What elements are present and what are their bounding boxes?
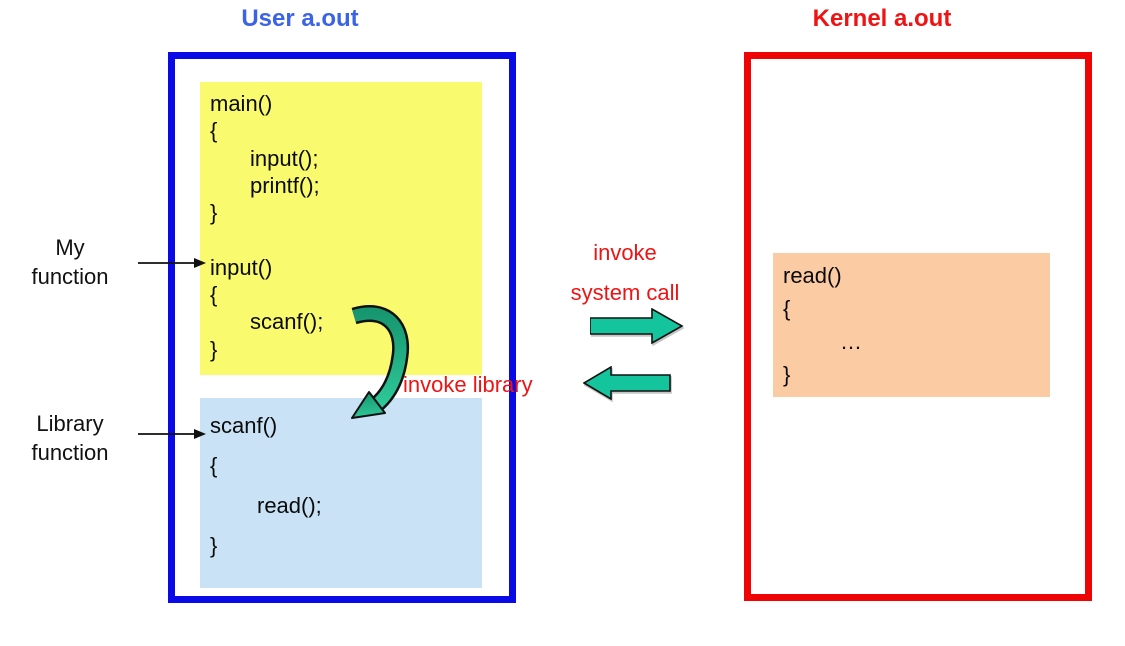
- my-function-label: My function: [5, 233, 135, 291]
- invoke-system-call-label: invoke system call: [540, 233, 710, 313]
- my-function-label-line1: My: [55, 235, 85, 260]
- library-function-code-block: scanf() { read(); }: [200, 398, 482, 588]
- code-line: [210, 226, 482, 253]
- code-line: main(): [210, 91, 273, 116]
- code-line: read(): [783, 263, 842, 288]
- invoke-system-call-arrow-icon: [590, 308, 684, 344]
- code-line: {: [210, 118, 218, 144]
- code-line: }: [783, 362, 791, 387]
- code-line: …: [840, 329, 862, 354]
- invoke-library-label: invoke library: [403, 372, 533, 397]
- library-function-label-line2: function: [31, 440, 109, 465]
- code-line: }: [210, 533, 218, 558]
- invoke-system-call-line1: invoke: [593, 240, 657, 265]
- library-function-pointer-arrow-icon: [138, 429, 206, 439]
- library-function-label-line1: Library: [36, 411, 104, 436]
- code-line: }: [210, 200, 218, 226]
- library-function-label: Library function: [5, 409, 135, 467]
- code-line: {: [210, 282, 218, 308]
- code-line: scanf(): [210, 413, 278, 438]
- code-line: scanf();: [250, 309, 324, 335]
- code-line: }: [210, 336, 218, 362]
- kernel-aout-title: Kernel a.out: [812, 5, 952, 32]
- my-function-pointer-arrow-icon: [138, 258, 206, 268]
- invoke-system-call-line2: system call: [570, 280, 680, 305]
- my-function-label-line2: function: [31, 264, 109, 289]
- code-line: read();: [257, 493, 322, 518]
- return-from-kernel-arrow-icon: [583, 366, 671, 400]
- code-line: {: [210, 453, 218, 478]
- invoke-library-curved-arrow-icon: [351, 305, 410, 419]
- code-line: input(): [210, 254, 273, 280]
- code-line: printf();: [250, 172, 320, 198]
- user-functions-code-block: main() { input(); printf(); } input() { …: [200, 82, 482, 375]
- user-aout-title: User a.out: [241, 5, 359, 32]
- code-line: input();: [250, 145, 319, 171]
- code-line: {: [783, 296, 791, 321]
- kernel-read-code-block: read() { … }: [773, 253, 1050, 397]
